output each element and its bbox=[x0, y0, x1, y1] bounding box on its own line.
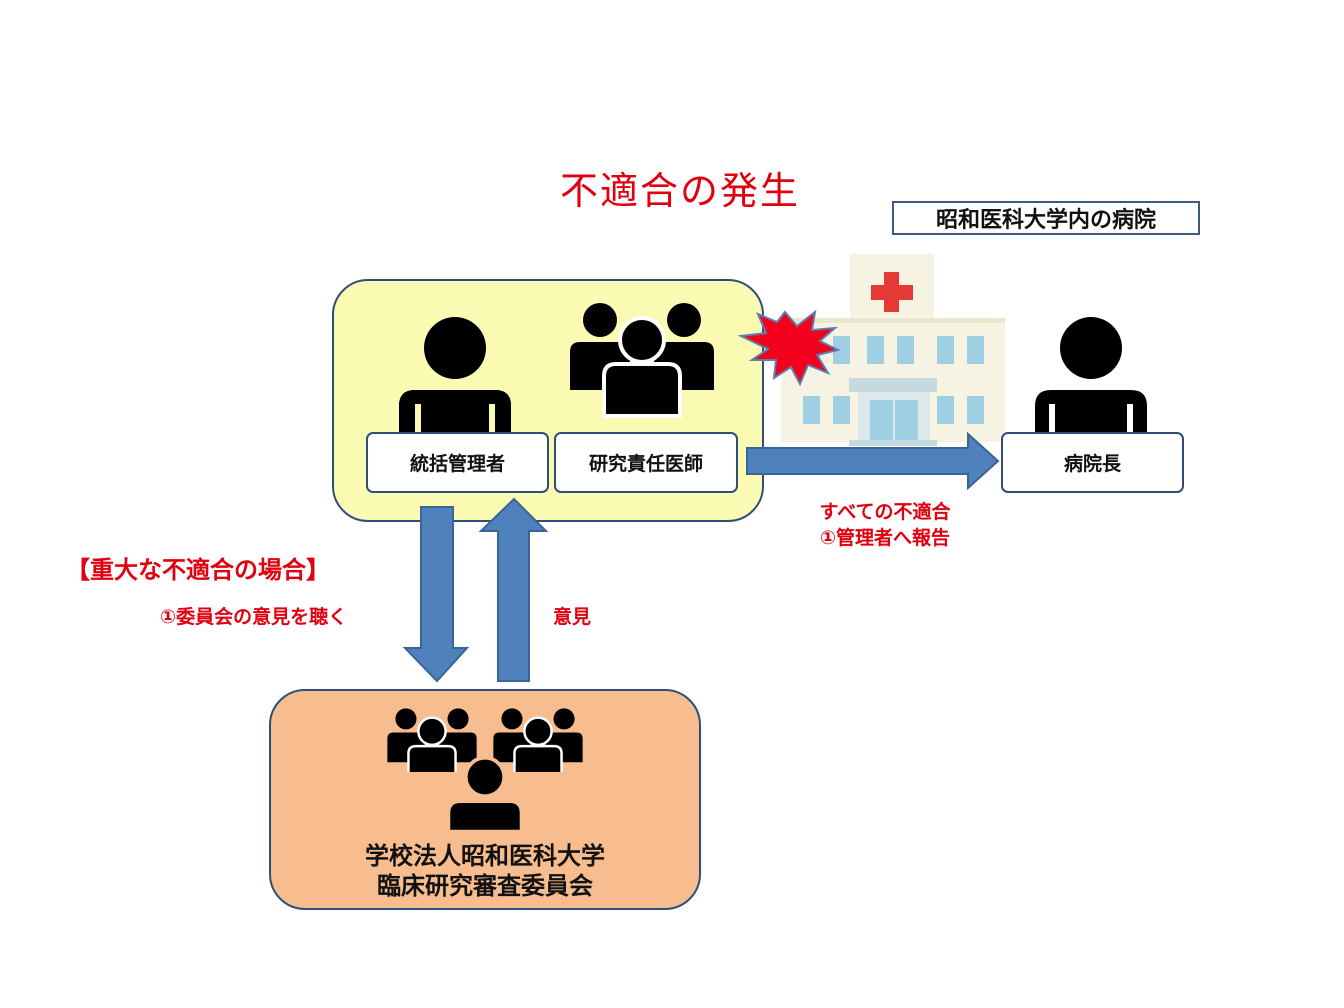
red-cross-icon bbox=[871, 272, 913, 312]
opinion-arrow-up bbox=[478, 497, 549, 682]
consult-arrow-down bbox=[402, 506, 470, 683]
hospital-label: 昭和医科大学内の病院 bbox=[892, 201, 1200, 235]
committee-chair-person-icon bbox=[450, 755, 520, 830]
committee-box bbox=[269, 689, 701, 910]
report-label-line1: すべての不適合 bbox=[819, 501, 951, 523]
director-label: 病院長 bbox=[1001, 432, 1184, 493]
explosion-icon bbox=[737, 309, 841, 387]
report-label-line2: ①管理者へ報告 bbox=[819, 527, 951, 549]
committee-name-line2: 臨床研究審査委員会 bbox=[377, 872, 593, 900]
investigator-group-icon bbox=[568, 301, 716, 418]
investigator-label: 研究責任医師 bbox=[554, 432, 738, 493]
hear-opinion-label: ①委員会の意見を聴く bbox=[160, 606, 348, 628]
opinion-label: 意見 bbox=[553, 606, 592, 628]
committee-name-line1: 学校法人昭和医科大学 bbox=[365, 842, 605, 870]
hospital-icon bbox=[781, 254, 1005, 446]
committee-group-right-icon bbox=[492, 707, 584, 780]
committee-group-left-icon bbox=[386, 707, 478, 780]
serious-case-heading: 【重大な不適合の場合】 bbox=[66, 556, 330, 584]
manager-label: 統括管理者 bbox=[366, 432, 549, 493]
page-title: 不適合の発生 bbox=[559, 169, 800, 213]
report-arrow bbox=[746, 431, 1000, 491]
